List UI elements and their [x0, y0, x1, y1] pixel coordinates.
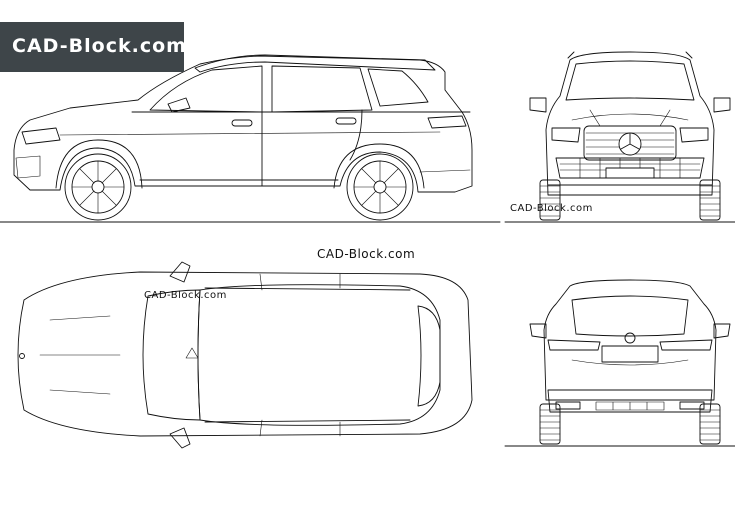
front-body-outline [545, 51, 715, 196]
side-taillight [427, 115, 467, 129]
top-hood-lines [39, 315, 121, 395]
rear-mirror-left [529, 323, 547, 339]
rear-tire-left [539, 403, 561, 445]
front-star-points [620, 133, 640, 150]
front-windshield [565, 60, 695, 101]
rear-exhaust-right [679, 401, 705, 410]
side-door-line-rear [349, 109, 363, 161]
side-rear-arch [333, 143, 425, 189]
side-roof-rail [194, 54, 436, 73]
side-rear-bumper [419, 169, 471, 173]
top-antenna [185, 347, 199, 359]
side-rear-wheel [346, 153, 414, 221]
side-headlight [21, 127, 61, 145]
side-quarter-window [367, 68, 429, 107]
brand-banner-text: CAD-Block.com [12, 35, 187, 57]
front-mirror-left [529, 97, 547, 113]
side-mirror [167, 97, 191, 113]
front-lower-intake [555, 157, 705, 179]
rear-taillight-right [659, 339, 713, 351]
top-roof-rail-lower [204, 419, 411, 423]
side-body-outline [13, 55, 473, 193]
rear-exhaust-left [555, 401, 581, 410]
brand-banner[interactable]: CAD-Block.com [0, 22, 187, 72]
watermark-center: CAD-Block.com [317, 247, 416, 261]
front-license-plate [605, 167, 655, 179]
top-mirror-upper [169, 261, 191, 283]
top-body-outline [17, 271, 473, 437]
top-mirror-lower [169, 427, 191, 449]
side-front-window [149, 65, 263, 113]
rear-taillight-left [547, 339, 601, 351]
front-roof-rails [567, 51, 693, 59]
top-hood-emblem [19, 353, 25, 359]
rear-diffuser [595, 401, 665, 411]
rear-license-plate [601, 345, 659, 363]
side-handle-rear [335, 117, 357, 125]
rear-tire-right [699, 403, 721, 445]
top-roof [197, 284, 441, 426]
top-rear-window [417, 305, 441, 407]
top-view [17, 261, 473, 449]
front-tire-right [699, 179, 721, 221]
front-mirror-right [713, 97, 731, 113]
side-front-arch [55, 139, 143, 189]
rear-tailgate-lines [571, 359, 689, 366]
side-front-wheel [64, 153, 132, 221]
front-tire-left [539, 179, 561, 221]
rear-mirror-right [713, 323, 731, 339]
side-front-intake [15, 155, 41, 179]
rear-view [504, 279, 735, 447]
top-roof-rail-upper [204, 287, 411, 291]
top-door-seams [259, 273, 341, 437]
side-character-line [59, 131, 441, 136]
watermark-top-view: CAD-Block.com [144, 290, 227, 301]
top-windshield [142, 289, 201, 421]
rear-emblem [624, 332, 636, 344]
rear-window [571, 295, 689, 337]
front-view [504, 51, 735, 223]
side-handle-front [231, 119, 253, 127]
front-headlight-left [551, 127, 581, 143]
side-view [0, 54, 501, 223]
rear-bumper [547, 389, 713, 413]
front-hood-lines [571, 109, 689, 127]
side-rear-window [271, 65, 373, 113]
front-headlight-right [679, 127, 709, 143]
rear-body-outline [543, 279, 717, 401]
front-grille [583, 125, 677, 161]
watermark-front-view: CAD-Block.com [510, 203, 593, 214]
